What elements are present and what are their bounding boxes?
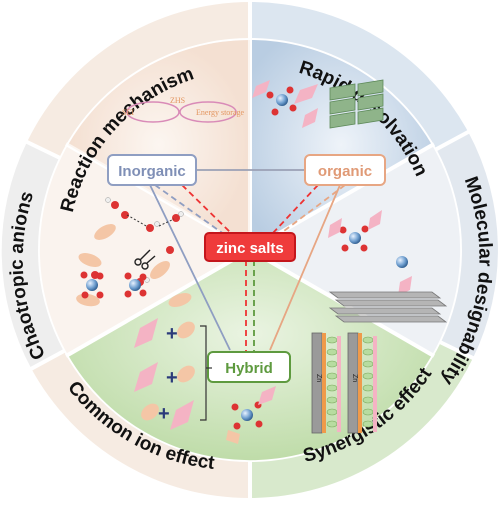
mechanism-sei: SEI <box>122 108 134 117</box>
box-organic-label: organic <box>318 163 372 180</box>
inner-sector-organic <box>250 39 432 250</box>
electrode-left <box>311 332 323 434</box>
desolvation-illustration <box>252 79 384 129</box>
plus-sign-3: + <box>158 403 170 425</box>
common-ion-illustration: + + + <box>134 318 212 430</box>
mechanism-zhs: ZHS <box>170 96 185 105</box>
box-hybrid: Hybrid <box>207 351 291 383</box>
zn-label-right: Zn <box>351 374 358 382</box>
plus-sign-1: + <box>166 323 178 345</box>
designability-illustration <box>328 210 448 323</box>
electrode-right <box>347 332 359 434</box>
hybrid-solvation <box>226 386 276 444</box>
zinc-ion <box>349 232 361 244</box>
zinc-ion <box>396 256 408 268</box>
bracket <box>200 325 207 421</box>
connections <box>149 169 346 352</box>
box-hybrid-label: Hybrid <box>225 360 273 377</box>
dash-organic-zinc <box>275 184 346 238</box>
zinc-ion <box>86 279 98 291</box>
plus-sign-2: + <box>166 367 178 389</box>
inner-sector-inorganic <box>68 39 250 251</box>
chaotropic-illustration <box>76 197 192 307</box>
zinc-ion <box>241 409 253 421</box>
box-organic: organic <box>304 154 386 186</box>
mechanism-illustration: SEI ZHS Energy storage <box>122 96 245 123</box>
synergistic-illustration: Zn Zn <box>311 332 377 434</box>
box-zinc-salts: zinc salts <box>204 232 296 262</box>
zinc-ion <box>276 94 288 106</box>
dash-inorganic-zinc-red <box>181 184 233 235</box>
line-inorganic-hybrid <box>149 184 231 351</box>
zinc-ion <box>129 279 141 291</box>
mechanism-energy-storage: Energy storage <box>196 108 245 117</box>
box-inorganic: Inorganic <box>107 154 197 186</box>
zn-label-left: Zn <box>315 374 322 382</box>
mechanism-loop-left <box>126 101 180 123</box>
box-inorganic-label: Inorganic <box>118 163 186 180</box>
box-zinc-salts-label: zinc salts <box>216 240 284 257</box>
line-organic-hybrid <box>269 184 341 351</box>
scissors-icon <box>134 249 156 270</box>
dash-inorganic-zinc <box>154 184 229 238</box>
mechanism-loop-right <box>179 101 237 123</box>
dash-organic-zinc-red <box>271 184 319 235</box>
